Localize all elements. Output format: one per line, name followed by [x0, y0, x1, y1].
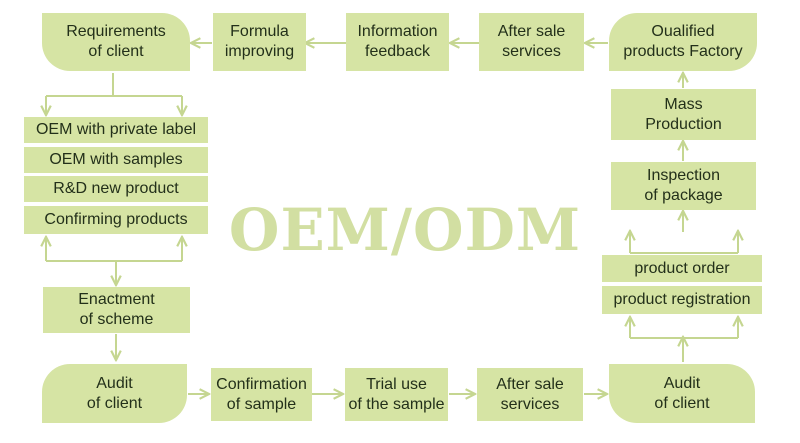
option-confirming-products: Confirming products [24, 206, 208, 234]
audit-of-client-right-box: Audit of client [609, 364, 755, 423]
requirements-of-client-box: Requirements of client [42, 13, 190, 71]
formula-improving-box: Formula improving [213, 13, 306, 71]
product-order-box: product order [602, 255, 762, 282]
confirmation-of-sample-box: Confirmation of sample [211, 368, 312, 421]
watermark-oem-odm: OEM/ODM [228, 196, 582, 264]
audit-of-client-left-box: Audit of client [42, 364, 187, 423]
product-registration-box: product registration [602, 286, 762, 314]
mass-production-box: Mass Production [611, 89, 756, 140]
trial-use-of-sample-box: Trial use of the sample [345, 368, 448, 421]
enactment-of-scheme-box: Enactment of scheme [43, 287, 190, 333]
inspection-of-package-box: Inspection of package [611, 162, 756, 210]
option-oem-with-samples: OEM with samples [24, 147, 208, 173]
after-sale-services-top-box: After sale services [479, 13, 584, 71]
option-oem-private-label: OEM with private label [24, 117, 208, 143]
qualified-products-factory-box: Oualified products Factory [609, 13, 757, 71]
information-feedback-box: Information feedback [346, 13, 449, 71]
option-rd-new-product: R&D new product [24, 176, 208, 202]
after-sale-services-bottom-box: After sale services [477, 368, 583, 421]
